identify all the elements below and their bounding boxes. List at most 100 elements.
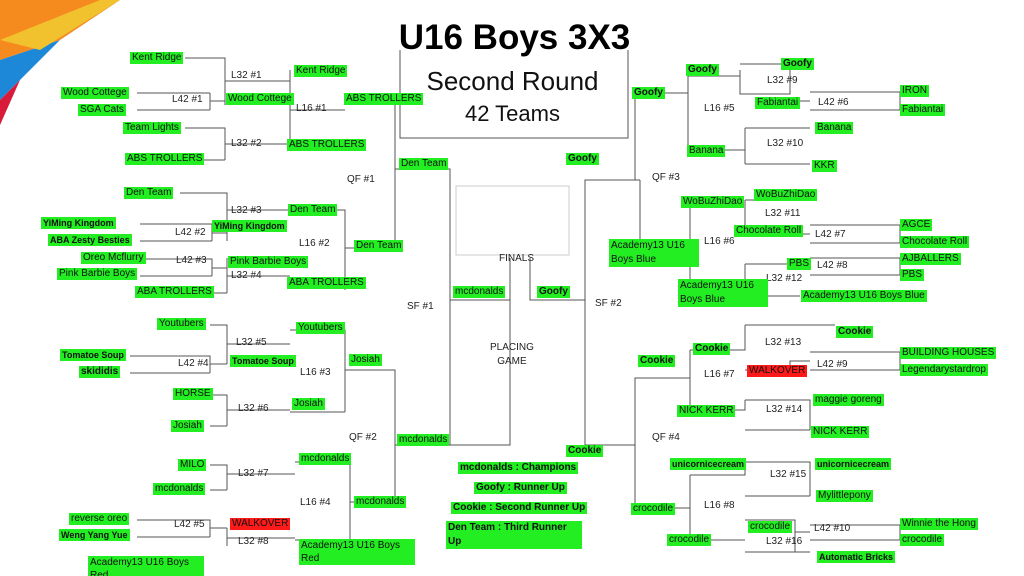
team-slot: Fabiantai	[755, 97, 801, 109]
team-slot: PBS	[787, 258, 812, 270]
team-slot: Chocolate Roll	[734, 225, 804, 237]
team-slot: mcdonalds	[397, 434, 450, 446]
team-slot: Goofy	[537, 286, 570, 298]
team-slot: Wood Cottege	[226, 93, 294, 105]
team-slot: Academy13 U16 Boys Red	[88, 556, 204, 576]
match-label: L42 #6	[818, 97, 849, 108]
team-slot: crocodile	[667, 534, 712, 546]
team-slot: Youtubers	[157, 318, 206, 330]
match-label: L42 #5	[174, 519, 205, 530]
match-label: L32 #6	[238, 403, 269, 414]
match-label: L16 #3	[300, 367, 331, 378]
match-label: L32 #8	[238, 536, 269, 547]
team-slot: Tomatoe Soup	[60, 349, 126, 361]
team-slot: HORSE	[173, 388, 213, 400]
match-label: L32 #2	[231, 138, 262, 149]
team-slot: crocodile	[900, 534, 945, 546]
team-slot: crocodile	[631, 503, 676, 515]
team-slot: Tomatoe Soup	[230, 355, 296, 367]
team-slot: ABA TROLLERS	[135, 286, 214, 298]
team-slot: ABS TROLLERS	[125, 153, 205, 165]
match-label: L42 #9	[817, 359, 848, 370]
team-slot: PBS	[900, 269, 925, 281]
team-slot: MILO	[178, 459, 207, 471]
match-label: QF #1	[347, 174, 375, 185]
team-slot: reverse oreo	[69, 513, 130, 525]
team-slot: Academy13 U16 Boys Blue	[801, 290, 927, 302]
team-slot: Academy13 U16 Boys Blue	[678, 279, 768, 307]
team-slot: Goofy	[686, 64, 719, 76]
team-slot: Cookie	[566, 445, 604, 457]
team-slot: Fabiantai	[900, 104, 946, 116]
team-slot: mcdonalds	[453, 286, 506, 298]
team-slot: YiMing Kingdom	[41, 217, 116, 229]
team-slot: YiMing Kingdom	[212, 220, 287, 232]
match-label: L16 #5	[704, 103, 735, 114]
team-slot: Goofy	[781, 58, 814, 70]
team-slot: Cookie	[693, 343, 731, 355]
team-slot: unicornicecream	[670, 458, 747, 470]
team-slot: Goofy	[566, 153, 599, 165]
match-label: L42 #8	[817, 260, 848, 271]
team-slot: mcdonalds	[153, 483, 206, 495]
team-slot: Josiah	[171, 420, 204, 432]
result-third-runner-up: Den Team : Third Runner Up	[446, 521, 582, 549]
match-label: L16 #6	[704, 236, 735, 247]
team-slot: AGCE	[900, 219, 933, 231]
match-label: QF #4	[652, 432, 680, 443]
team-slot: Pink Barbie Boys	[228, 256, 309, 268]
team-slot: AJBALLERS	[900, 253, 961, 265]
match-label: L16 #1	[296, 103, 327, 114]
team-slot: Den Team	[288, 204, 338, 216]
team-slot: Youtubers	[296, 322, 345, 334]
team-slot: BUILDING HOUSES	[900, 347, 997, 359]
match-label: L42 #1	[172, 94, 203, 105]
page-title: U16 Boys 3X3	[398, 18, 631, 57]
match-label: L32 #4	[231, 270, 262, 281]
walkover-slot: WALKOVER	[230, 518, 291, 530]
team-slot: Winnie the Hong	[900, 518, 978, 530]
match-label: L16 #7	[704, 369, 735, 380]
match-label: QF #2	[349, 432, 377, 443]
match-label: L32 #11	[765, 208, 801, 219]
team-slot: Legendarystardrop	[900, 364, 988, 376]
team-slot: Den Team	[124, 187, 174, 199]
match-label: L16 #4	[300, 497, 331, 508]
team-slot: Josiah	[349, 354, 382, 366]
team-slot: maggie goreng	[813, 394, 884, 406]
match-label: L16 #2	[299, 238, 330, 249]
match-label: L42 #2	[175, 227, 206, 238]
team-slot: Wood Cottege	[61, 87, 129, 99]
match-label: L32 #12	[766, 273, 803, 284]
team-slot: unicornicecream	[815, 458, 892, 470]
team-slot: Mylittlepony	[816, 490, 873, 502]
result-second-runner-up: Cookie : Second Runner Up	[451, 502, 588, 514]
team-slot: ABA Zesty Besties	[48, 234, 132, 246]
team-slot: IRON	[900, 85, 929, 97]
team-slot: Banana	[815, 122, 854, 134]
team-slot: Cookie	[638, 355, 676, 367]
match-label: L32 #15	[770, 469, 807, 480]
match-label: L32 #5	[236, 337, 267, 348]
match-label: QF #3	[652, 172, 680, 183]
team-slot: ABA TROLLERS	[287, 277, 366, 289]
team-slot: Kent Ridge	[130, 52, 184, 64]
match-label: L42 #7	[815, 229, 846, 240]
match-label: L32 #10	[767, 138, 804, 149]
team-slot: mcdonalds	[354, 496, 407, 508]
corner-decoration	[0, 0, 120, 125]
team-slot: Team Lights	[123, 122, 181, 134]
team-slot: crocodile	[748, 521, 793, 533]
team-slot: NICK KERR	[811, 426, 870, 438]
match-label: L42 #4	[178, 358, 209, 369]
match-label: L32 #14	[766, 404, 803, 415]
team-slot: WoBuZhiDao	[754, 189, 818, 201]
team-slot: Den Team	[354, 240, 404, 252]
team-slot: NICK KERR	[677, 405, 736, 417]
team-slot: SGA Cats	[78, 104, 126, 116]
team-slot: Josiah	[292, 398, 325, 410]
team-slot: Cookie	[836, 326, 874, 338]
walkover-slot: WALKOVER	[747, 365, 808, 377]
team-slot: WoBuZhiDao	[681, 196, 745, 208]
